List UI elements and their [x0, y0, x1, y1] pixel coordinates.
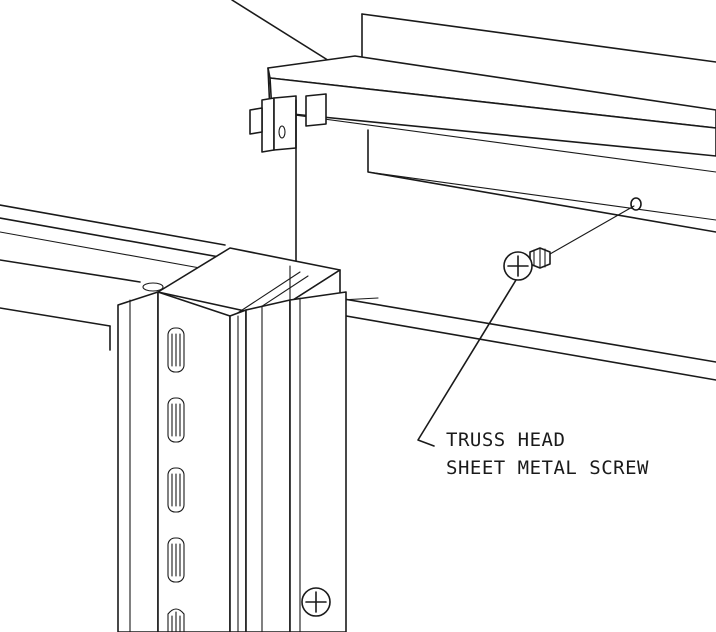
tab-hole — [278, 125, 286, 139]
mounting-tabs — [249, 93, 327, 153]
upper-channel — [267, 55, 716, 173]
post-screw-icon — [301, 587, 331, 617]
callout-leader-line — [417, 279, 517, 447]
post-slots — [167, 327, 185, 632]
screw-hole — [630, 197, 642, 211]
callout-label-line-1: TRUSS HEAD — [446, 429, 565, 451]
truss-head-screw-icon — [503, 197, 642, 281]
rail-hole — [142, 282, 164, 292]
left-rail — [0, 204, 226, 351]
back-panel — [361, 13, 716, 233]
right-rail — [299, 294, 716, 381]
vertical-post — [117, 291, 347, 632]
callout-label-line-2: SHEET METAL SCREW — [446, 457, 649, 479]
